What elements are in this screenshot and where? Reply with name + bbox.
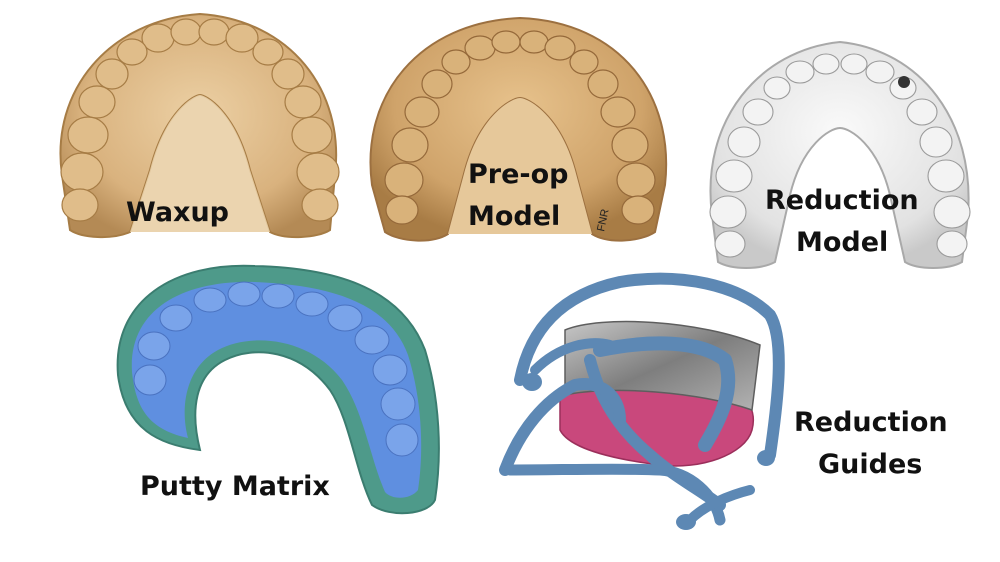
reduction-model-label-line2: Model [796, 227, 889, 258]
reduction-guides-label-line1: Reduction [794, 407, 948, 438]
reduction-guides [499, 272, 785, 530]
putty-matrix-label: Putty Matrix [140, 471, 330, 502]
preop-model-cast: FNR [369, 16, 668, 242]
putty-matrix [116, 264, 440, 515]
preop-model-label-line2: Model [468, 201, 561, 232]
preop-model-label-line1: Pre-op [468, 159, 569, 190]
waxup-cast [59, 12, 340, 239]
reduction-guides-label-line2: Guides [818, 449, 923, 480]
reduction-model-label-line1: Reduction [765, 185, 919, 216]
waxup-label: Waxup [126, 197, 230, 228]
reduction-model-cast [709, 40, 971, 269]
model-initials-text: FNR [595, 208, 611, 233]
